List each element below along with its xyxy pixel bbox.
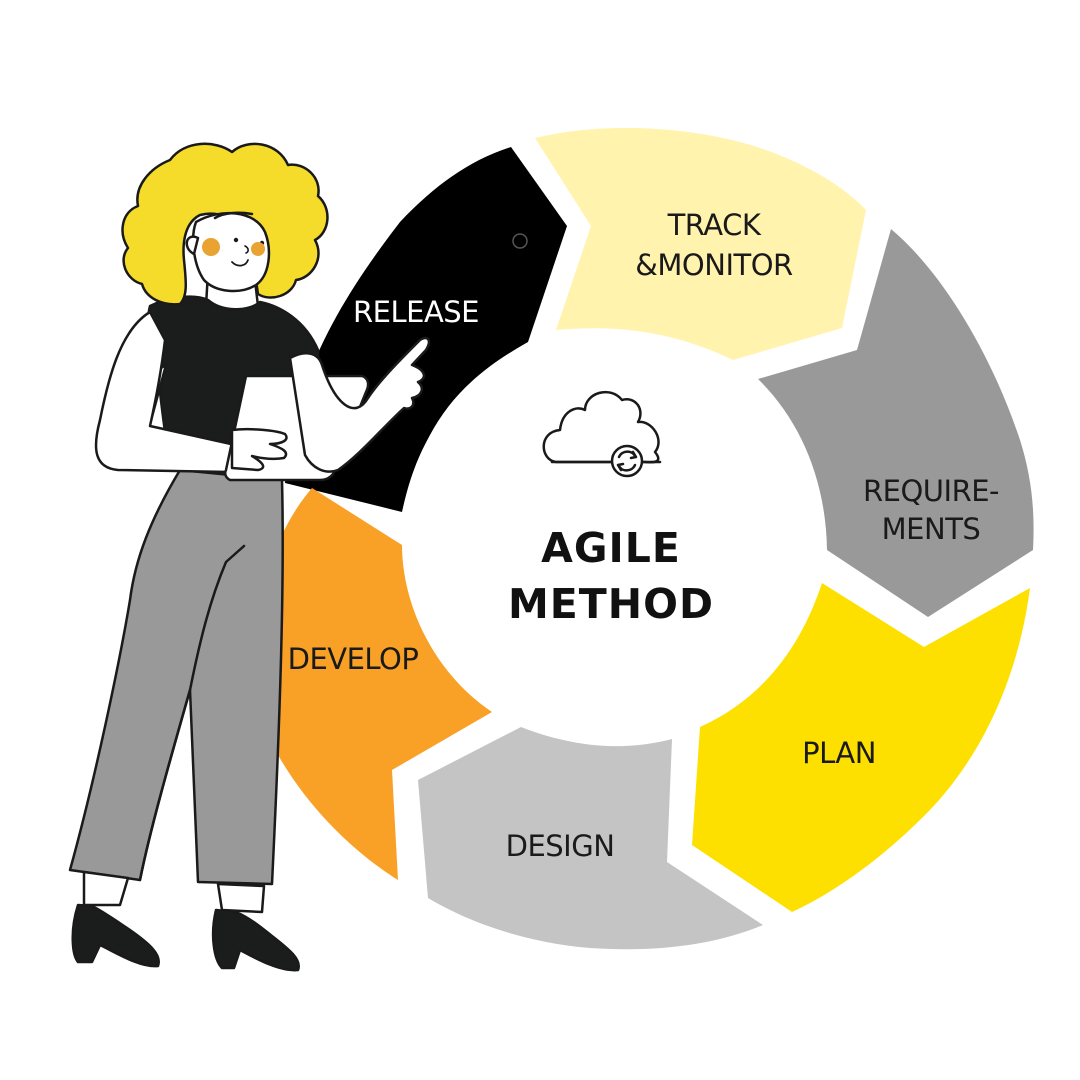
segment-plan — [692, 583, 1030, 912]
label-release: RELEASE — [353, 295, 479, 329]
label-design: DESIGN — [506, 829, 615, 863]
label-requirements-line2: MENTS — [882, 512, 981, 546]
label-track-line2: &MONITOR — [635, 248, 793, 282]
label-plan: PLAN — [802, 736, 876, 770]
face — [192, 211, 271, 293]
release-hole — [512, 233, 528, 249]
segment-track-monitor — [535, 127, 866, 360]
label-track-line1: TRACK — [667, 208, 762, 242]
segment-requirements — [758, 229, 1034, 617]
segment-design — [418, 727, 763, 950]
woman-illustration — [68, 142, 431, 972]
pants — [68, 468, 284, 886]
segment-develop — [255, 488, 492, 880]
label-develop: DEVELOP — [288, 642, 419, 676]
right-arm — [288, 336, 431, 473]
diagram-title-line1: AGILE — [541, 524, 681, 572]
left-shoe — [71, 903, 161, 968]
left-arm — [94, 310, 242, 474]
cloud-sync-icon — [542, 390, 662, 478]
cheek-right — [251, 242, 265, 256]
diagram-title-line2: METHOD — [508, 580, 714, 628]
right-shoe — [211, 908, 301, 972]
label-requirements-line1: REQUIRE- — [863, 474, 999, 508]
cheek-left — [202, 238, 220, 256]
